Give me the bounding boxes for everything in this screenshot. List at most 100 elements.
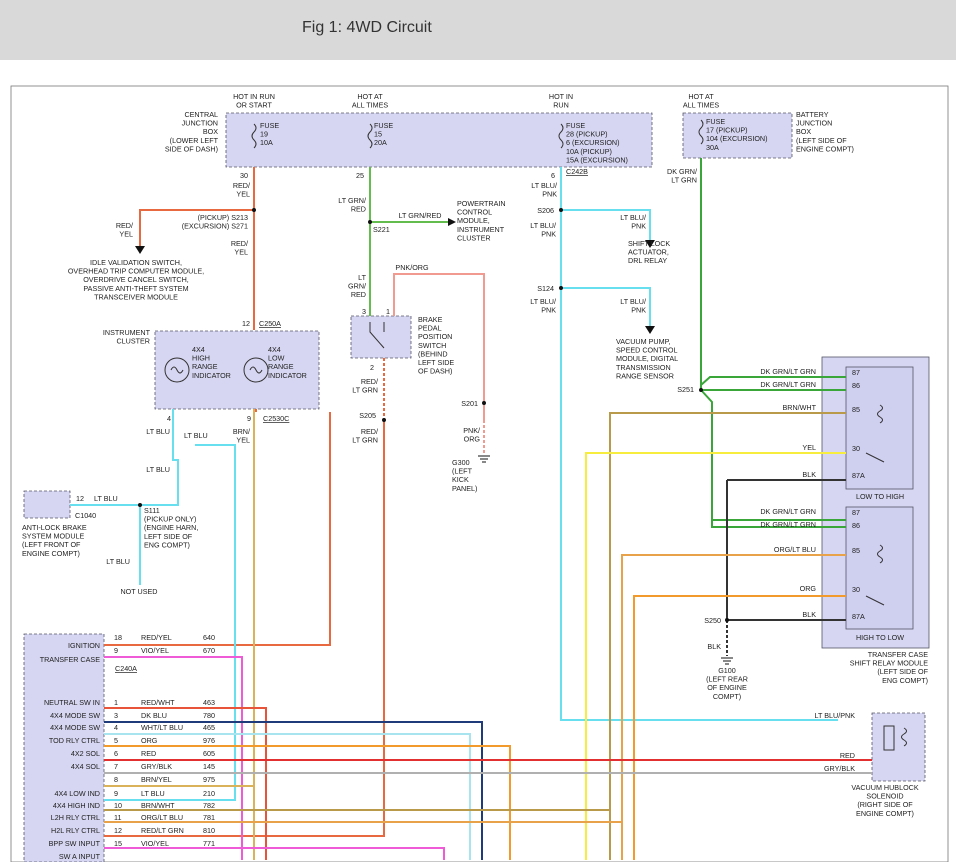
tc-pin-function: 4X4 MODE SW [50,723,100,732]
label-c2530c: C2530C [263,414,289,423]
label-line: (LOWER LEFT [170,136,219,145]
tc-pin-function: SW A INPUT [59,852,101,861]
label-line: ENGINE COMPT) [796,144,854,153]
label-line: INDICATOR [268,371,307,380]
node-s250 [725,618,729,622]
label-line: SHIFT LOCK [628,239,670,248]
tc-wire-color: RED/YEL [141,633,172,642]
label-line: 87A [852,612,865,621]
label-w-r2-blk: BLK [802,610,816,619]
label-line: YEL [236,190,250,199]
label-line: SHIFT RELAY MODULE [850,659,928,668]
tc-circuit-number: 782 [203,801,215,810]
label-w-r2-orgltblu: ORG/LT BLU [774,545,816,554]
label-line: IGNITION [68,641,100,650]
label-w-ltblu-4: LT BLU [94,494,118,503]
label-w-red-ltgrn-2: RED/LT GRN [352,427,378,445]
node-s251 [699,388,703,392]
label-line: 85 [852,405,860,414]
label-line: PNK [542,190,557,199]
label-w-r1-yel: YEL [802,443,816,452]
label-line: GRY/BLK [824,764,855,773]
label-line: HOT IN RUN [233,92,275,101]
label-line: S124 [537,284,554,293]
label-line: ANTI-LOCK BRAKE [22,523,87,532]
wire-dk-blu [104,721,483,860]
arrows [135,218,655,334]
label-line: POWERTRAIN [457,199,506,208]
label-line: 4X4 [192,345,205,354]
label-line: PNK/ORG [395,263,429,272]
label-line: YEL [119,230,133,239]
label-line: (BEHIND [418,349,448,358]
label-line: ALL TIMES [683,101,720,110]
label-line: G300 [452,458,470,467]
label-w-ltblu-3: LT BLU [146,465,170,474]
tc-pin-function: BPP SW INPUT [49,839,101,848]
label-abs-pin: 12 [76,494,84,503]
label-line: SWITCH [418,341,446,350]
node-s206 [559,208,563,212]
label-line: 25 [356,171,364,180]
label-line: (LEFT [452,467,473,476]
label-line: C242B [566,167,588,176]
label-pin-25: 25 [356,171,364,180]
node-s205 [382,418,386,422]
label-line: DK GRN/ [667,167,697,176]
tc-circuit-number: 145 [203,762,215,771]
label-line: PEDAL [418,324,442,333]
tc-pin-number: 6 [114,749,118,758]
label-w-r1-brnwht: BRN/WHT [782,403,816,412]
tc-pin-number: 15 [114,839,122,848]
label-r1-30: 30 [852,444,860,453]
label-line: LT BLU/ [620,213,646,222]
wire-dkgrn-r2 [700,389,846,528]
label-w-ltblu-1: LT BLU [146,427,170,436]
label-line: PNK [541,306,556,315]
label-line: PNK [541,230,556,239]
transfer-case-box [23,633,105,862]
nodes [138,208,729,622]
node-s111 [138,503,142,507]
label-line: TRANSFER CASE [868,650,929,659]
label-line: DK GRN/LT GRN [760,380,816,389]
label-line: LT GRN/ [338,196,366,205]
label-line: S201 [461,399,478,408]
label-line: OF DASH) [418,367,452,376]
central-junction-box [225,112,653,168]
instrument-cluster-box [154,330,320,410]
label-line: 12 [242,319,250,328]
label-line: DK GRN/LT GRN [760,367,816,376]
label-line: 15 [374,130,382,139]
label-r2-87: 87 [852,508,860,517]
wires [70,158,872,860]
label-line: YEL [234,248,248,257]
fuses [251,119,704,149]
label-line: G100 [718,666,736,675]
label-line: LT BLU [94,494,118,503]
tc-circuit-number: 810 [203,826,215,835]
label-line: TRANSMISSION [616,363,671,372]
label-line: LT BLU/PNK [815,711,856,720]
label-line: RUN [553,101,569,110]
label-c1040: C1040 [75,511,96,520]
label-w-ltblu-2: LT BLU [184,431,208,440]
label-line: ACTUATOR, [628,248,669,257]
bpp-switch-box [350,315,412,359]
label-line: C240A [115,664,137,673]
label-r1-87: 87 [852,368,860,377]
wire-wht-ltblu [104,733,471,860]
label-line: (ENGINE HARN, [144,523,198,532]
label-line: PASSIVE ANTI-THEFT SYSTEM [83,284,188,293]
tc-pin-number: 11 [114,813,121,822]
label-line: BRN/WHT [782,403,816,412]
label-line: IDLE VALIDATION SWITCH, [90,258,182,267]
